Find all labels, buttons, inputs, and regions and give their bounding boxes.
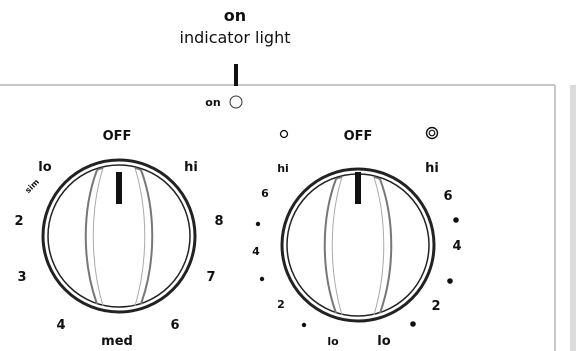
left-knob-label-8: 8 bbox=[214, 214, 223, 229]
left-knob-inner-ring bbox=[47, 164, 191, 308]
right-knob-outer-ring bbox=[280, 167, 436, 323]
right-knob-label-left-hi: hi bbox=[277, 162, 289, 175]
right-knob-label-right-2: 2 bbox=[431, 299, 440, 314]
left-knob-label-3: 3 bbox=[17, 270, 26, 285]
right-knob-off-label: OFF bbox=[344, 129, 373, 144]
right-knob-grip-left-top bbox=[335, 176, 343, 180]
left-knob-pointer bbox=[116, 172, 122, 204]
right-knob-dot-right-upper bbox=[453, 217, 459, 223]
indicator-light bbox=[229, 95, 243, 109]
right-knob-grip-right-top bbox=[373, 176, 381, 180]
left-knob-label-sim: sim bbox=[23, 177, 41, 195]
left-knob-off-label: OFF bbox=[103, 129, 132, 144]
indicator-pointer bbox=[234, 64, 238, 86]
left-knob-grip-right-top bbox=[134, 167, 142, 171]
right-knob-dot-left-middle bbox=[259, 276, 265, 282]
right-knob-label-right-6: 6 bbox=[443, 189, 452, 204]
right-knob-grip-left bbox=[323, 178, 337, 314]
right-knob-dot-right-lower bbox=[410, 321, 416, 327]
right-knob-pointer bbox=[355, 172, 361, 204]
right-knob-label-left-4: 4 bbox=[252, 245, 260, 258]
left-knob-dial[interactable] bbox=[41, 158, 197, 314]
indicator-label: on bbox=[205, 96, 220, 109]
right-knob-dot-right-middle bbox=[447, 278, 453, 284]
callout-subtitle: indicator light bbox=[179, 28, 291, 47]
left-knob-grip-left-top bbox=[96, 167, 104, 171]
left-knob-label-hi: hi bbox=[184, 160, 198, 175]
left-knob-outer-ring bbox=[41, 158, 197, 314]
left-knob-grip-left-inner bbox=[92, 167, 104, 307]
left-knob-label-7: 7 bbox=[206, 270, 215, 285]
left-knob-grip-right-inner bbox=[134, 167, 146, 307]
right-knob-dot-left-lower bbox=[301, 322, 307, 328]
left-knob-label-lo: lo bbox=[38, 160, 51, 175]
right-knob-grip-right bbox=[379, 178, 393, 314]
callout-title: on bbox=[223, 6, 247, 25]
dual-element-icon bbox=[425, 126, 439, 140]
right-knob-label-right-hi: hi bbox=[425, 161, 439, 176]
left-knob-grip-right bbox=[140, 169, 154, 305]
left-knob-label-2: 2 bbox=[14, 214, 23, 229]
right-knob-grip-right-inner bbox=[373, 176, 385, 316]
right-knob-label-left-6: 6 bbox=[261, 187, 269, 200]
left-knob-label-med: med bbox=[101, 334, 133, 349]
right-knob-dot-left-upper bbox=[255, 221, 261, 227]
left-knob-label-6: 6 bbox=[170, 318, 179, 333]
right-knob-label-right-4: 4 bbox=[452, 239, 461, 254]
left-knob-grip-left bbox=[84, 169, 98, 305]
right-knob-dial[interactable] bbox=[280, 167, 436, 323]
right-knob-label-right-lo: lo bbox=[377, 334, 390, 349]
small-element-icon bbox=[279, 129, 289, 139]
left-knob-label-4: 4 bbox=[56, 318, 65, 333]
right-knob-label-left-2: 2 bbox=[277, 298, 285, 311]
right-knob-label-left-lo: lo bbox=[327, 335, 339, 348]
right-knob-grip-left-inner bbox=[331, 176, 343, 316]
